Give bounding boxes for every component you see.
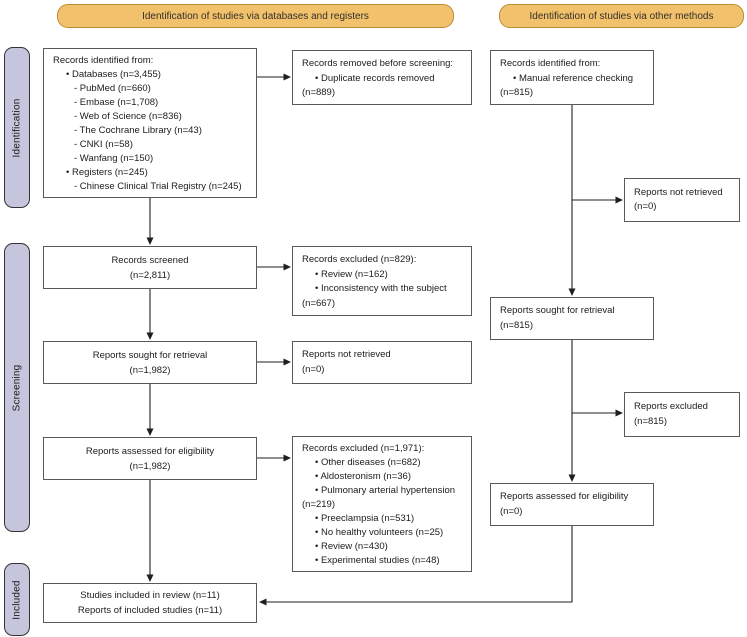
box-line: (n=815) (500, 87, 534, 98)
box-reports-excluded-other: Reports excluded (n=815) (624, 392, 740, 437)
box-line: Reports excluded (634, 401, 708, 412)
box-line: - Web of Science (n=836) (74, 111, 182, 122)
box-line: • Preeclampsia (n=531) (315, 513, 415, 524)
box-line: • No healthy volunteers (n=25) (315, 527, 444, 538)
box-records-identified-databases: Records identified from: • Databases (n=… (43, 48, 257, 198)
box-line: (n=667) (302, 297, 336, 309)
box-line: (n=219) (302, 499, 336, 510)
box-line: - Chinese Clinical Trial Registry (n=245… (74, 181, 242, 192)
box-line: Reports assessed for eligibility (500, 491, 629, 502)
box-line: Records screened (111, 254, 189, 266)
box-line: • Review (n=430) (315, 541, 388, 552)
header-other-methods: Identification of studies via other meth… (499, 4, 744, 28)
stage-tab-screening-label: Screening (11, 364, 23, 411)
box-line: Records identified from: (500, 58, 601, 69)
box-reports-not-retrieved-other: Reports not retrieved (n=0) (624, 178, 740, 222)
box-line: Reports not retrieved (634, 186, 723, 198)
box-line: (n=0) (634, 201, 657, 212)
box-line: - The Cochrane Library (n=43) (74, 125, 202, 136)
box-records-excluded-screening: Records excluded (n=829): • Review (n=16… (292, 246, 472, 316)
stage-tab-included: Included (4, 563, 30, 636)
box-line: • Databases (n=3,455) (66, 69, 161, 80)
box-line: (n=815) (500, 319, 534, 331)
box-reports-sought-other: Reports sought for retrieval (n=815) (490, 297, 654, 340)
box-line: • Manual reference checking (513, 72, 634, 84)
box-records-removed: Records removed before screening: • Dupl… (292, 50, 472, 105)
box-line: (n=0) (302, 363, 325, 375)
box-line: (n=889) (302, 87, 336, 98)
box-line: • Pulmonary arterial hypertension (315, 485, 456, 496)
box-reports-assessed-other: Reports assessed for eligibility (n=0) (490, 483, 654, 526)
box-records-excluded-eligibility: Records excluded (n=1,971): • Other dise… (292, 436, 472, 572)
box-line: - CNKI (n=58) (74, 139, 133, 150)
box-reports-assessed-databases: Reports assessed for eligibility (n=1,98… (43, 437, 257, 480)
box-line: • Duplicate records removed (315, 72, 435, 84)
box-line: - Embase (n=1,708) (74, 97, 159, 108)
box-line: Reports assessed for eligibility (85, 445, 215, 457)
stage-tab-screening: Screening (4, 243, 30, 532)
box-studies-included: Studies included in review (n=11) Report… (43, 583, 257, 623)
box-line: Reports of included studies (n=11) (77, 605, 223, 616)
stage-tab-included-label: Included (11, 579, 23, 620)
stage-tab-identification: Identification (4, 47, 30, 208)
box-line: Records excluded (n=1,971): (302, 443, 425, 454)
box-line: Records excluded (n=829): (302, 254, 417, 265)
box-line: • Aldosteronism (n=36) (315, 471, 411, 482)
box-line: (n=815) (634, 415, 668, 427)
box-reports-not-retrieved-databases: Reports not retrieved (n=0) (292, 341, 472, 384)
box-reports-sought-databases: Reports sought for retrieval (n=1,982) (43, 341, 257, 384)
box-line: • Review (n=162) (315, 268, 388, 280)
box-line: (n=0) (500, 505, 523, 517)
box-line: • Other diseases (n=682) (315, 457, 421, 468)
header-databases-registers-label: Identification of studies via databases … (142, 10, 369, 22)
box-records-identified-other: Records identified from: • Manual refere… (490, 50, 654, 105)
box-line: Reports sought for retrieval (92, 349, 208, 361)
box-line: • Registers (n=245) (66, 167, 148, 178)
header-databases-registers: Identification of studies via databases … (57, 4, 454, 28)
stage-tab-identification-label: Identification (11, 98, 23, 157)
box-line: - Wanfang (n=150) (74, 153, 154, 164)
box-line: Records identified from: (53, 55, 154, 66)
box-line: - PubMed (n=660) (74, 83, 151, 94)
box-line: Records removed before screening: (302, 58, 454, 69)
box-line: Reports sought for retrieval (500, 305, 615, 316)
box-line: Reports not retrieved (302, 349, 391, 360)
box-line: Studies included in review (n=11) (80, 590, 220, 601)
header-other-methods-label: Identification of studies via other meth… (529, 10, 714, 22)
box-line: (n=1,982) (129, 364, 171, 376)
box-records-screened: Records screened (n=2,811) (43, 246, 257, 289)
box-line: (n=2,811) (129, 269, 171, 281)
box-line: (n=1,982) (129, 460, 171, 472)
box-line: • Experimental studies (n=48) (315, 555, 440, 566)
box-line: • Inconsistency with the subject (315, 283, 447, 294)
